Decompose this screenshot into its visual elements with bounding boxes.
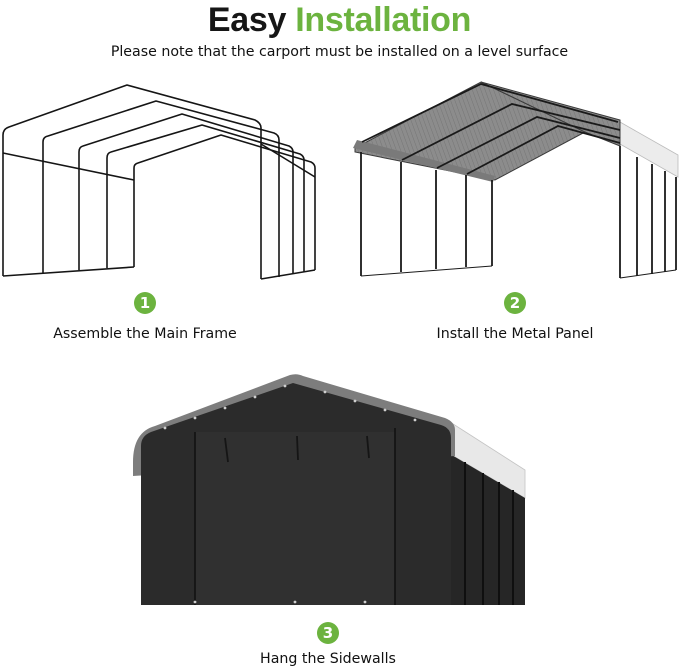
step-3-label: Hang the Sidewalls [260, 651, 396, 667]
page-title: Easy Installation [0, 0, 679, 40]
carport-sidewalls-illustration [133, 374, 526, 605]
step-1-label: Assemble the Main Frame [53, 326, 237, 342]
carport-frame-illustration [2, 84, 316, 280]
carport-metal-roof-illustration [353, 81, 679, 279]
step-1-badge: 1 [134, 292, 156, 314]
step-3-badge: 3 [317, 622, 339, 644]
step-2-badge: 2 [504, 292, 526, 314]
step-2-label: Install the Metal Panel [436, 326, 594, 342]
subtitle: Please note that the carport must be ins… [110, 44, 569, 60]
title-easy: Easy [207, 1, 287, 39]
title-installation: Installation [295, 1, 472, 39]
